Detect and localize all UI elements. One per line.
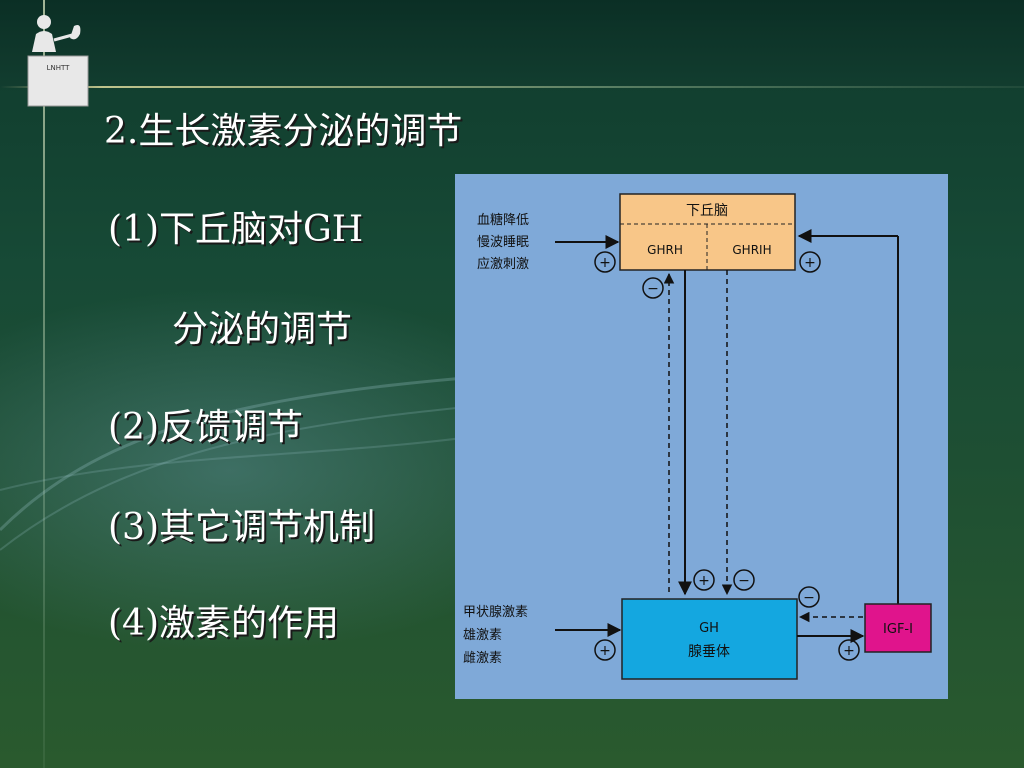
header-divider	[0, 86, 1024, 88]
plus-sign-top-right: +	[804, 255, 816, 271]
bullet-1-continued: 分泌的调节	[172, 309, 353, 350]
plus-sign-igf: +	[843, 643, 855, 659]
hypothalamus-label: 下丘脑	[686, 203, 728, 219]
igf-label: IGF-Ⅰ	[883, 622, 913, 637]
header-band	[0, 0, 1024, 88]
pituitary-gh-label: GH	[699, 621, 719, 636]
pituitary-box	[621, 598, 798, 680]
top-input-3: 应激刺激	[477, 256, 529, 272]
top-input-1: 血糖降低	[477, 212, 529, 228]
minus-sign-igf: −	[803, 590, 815, 606]
left-vertical-rule	[43, 0, 45, 768]
gh-regulation-diagram: 下丘脑 GHRH GHRIH 血糖降低 慢波睡眠 应激刺激 + + − + − …	[455, 174, 948, 699]
teacher-logo-icon	[27, 15, 89, 107]
plus-sign-bottom-left: +	[599, 643, 611, 659]
bullet-3: (3)其它调节机制	[108, 507, 375, 548]
ghrih-label: GHRIH	[732, 243, 771, 257]
bullet-2: (2)反馈调节	[108, 407, 303, 448]
bottom-input-2: 雄激素	[463, 628, 502, 643]
minus-sign-pituitary: −	[738, 573, 750, 589]
plus-sign-top-left: +	[599, 255, 611, 271]
logo-label: LNHTT	[46, 64, 70, 72]
top-input-2: 慢波睡眠	[477, 234, 529, 250]
pituitary-label: 腺垂体	[688, 644, 730, 660]
slide-title: 2.生长激素分泌的调节	[104, 111, 463, 152]
igf-box	[864, 603, 932, 653]
plus-sign-pituitary: +	[698, 573, 710, 589]
minus-sign-upper: −	[647, 281, 659, 297]
bullet-1: (1)下丘脑对GH	[108, 209, 364, 250]
ghrh-label: GHRH	[647, 243, 683, 257]
bullet-4: (4)激素的作用	[108, 603, 339, 644]
bottom-input-1: 甲状腺激素	[463, 605, 528, 620]
bottom-input-3: 雌激素	[463, 650, 502, 666]
